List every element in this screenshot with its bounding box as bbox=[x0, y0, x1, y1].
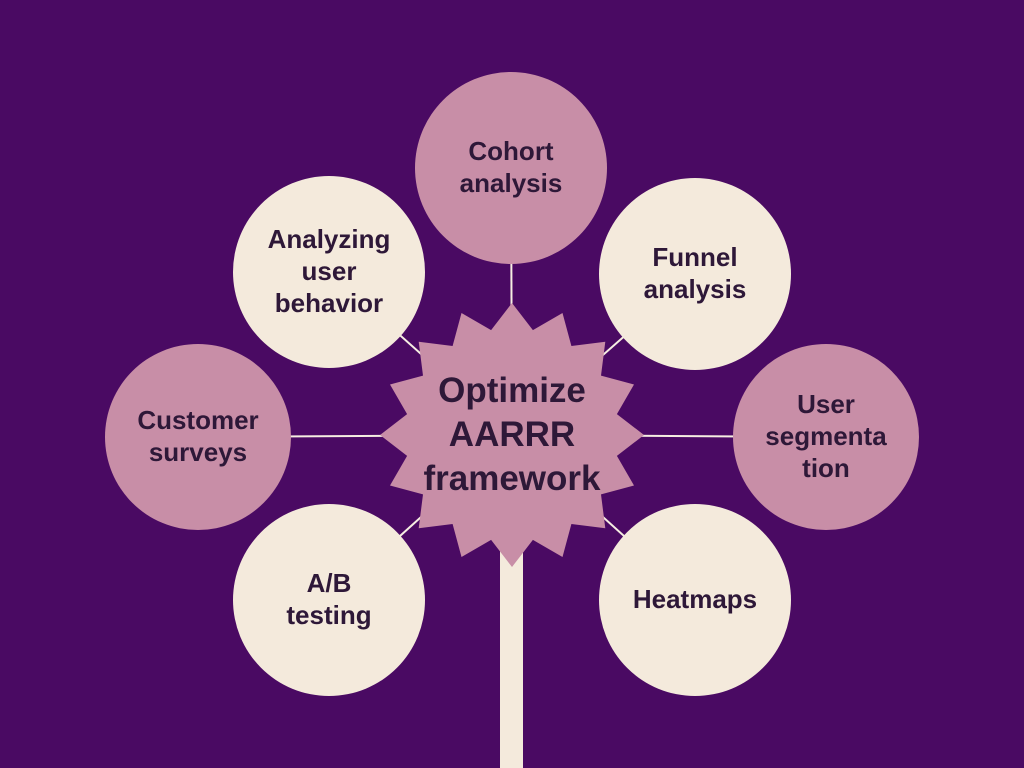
node-cohort-analysis: Cohort analysis bbox=[415, 72, 607, 264]
label-line: testing bbox=[286, 600, 372, 630]
flower-stem bbox=[500, 520, 523, 768]
label-line: Customer bbox=[137, 405, 259, 436]
label-line: tion bbox=[802, 452, 850, 483]
node-label: User segmenta tion bbox=[765, 389, 886, 484]
label-line: user bbox=[301, 256, 357, 287]
label-line: behavior bbox=[274, 287, 384, 318]
center-title: Optimize AARRR framework bbox=[380, 303, 644, 567]
label-line: analysis bbox=[643, 274, 747, 304]
node-label: Customer surveys bbox=[137, 405, 258, 468]
label-line: AARRR bbox=[448, 415, 576, 455]
node-ab-testing: A/B testing bbox=[233, 504, 425, 696]
label-line: User bbox=[797, 389, 855, 420]
label-line: Funnel bbox=[652, 242, 738, 273]
node-label: Analyzing user behavior bbox=[268, 224, 391, 319]
label-line: Cohort bbox=[468, 136, 554, 167]
node-user-segmentation: User segmenta tion bbox=[733, 344, 919, 530]
node-label: A/B testing bbox=[286, 568, 371, 631]
label-line: A/B bbox=[306, 568, 352, 599]
node-label: Heatmaps bbox=[633, 584, 757, 616]
node-customer-surveys: Customer surveys bbox=[105, 344, 291, 530]
label-line: Heatmaps bbox=[632, 584, 758, 615]
center-starburst: Optimize AARRR framework bbox=[380, 303, 644, 567]
label-line: Analyzing bbox=[267, 224, 391, 255]
node-label: Cohort analysis bbox=[460, 136, 563, 199]
label-line: analysis bbox=[459, 168, 563, 198]
node-analyzing-user-behavior: Analyzing user behavior bbox=[233, 176, 425, 368]
label-line: Optimize bbox=[438, 371, 586, 411]
label-line: segmenta bbox=[765, 421, 887, 452]
node-label: Funnel analysis bbox=[644, 242, 747, 305]
label-line: surveys bbox=[148, 437, 248, 467]
node-heatmaps: Heatmaps bbox=[599, 504, 791, 696]
node-funnel-analysis: Funnel analysis bbox=[599, 178, 791, 370]
starburst-shape bbox=[380, 303, 644, 567]
label-line: framework bbox=[423, 458, 601, 498]
